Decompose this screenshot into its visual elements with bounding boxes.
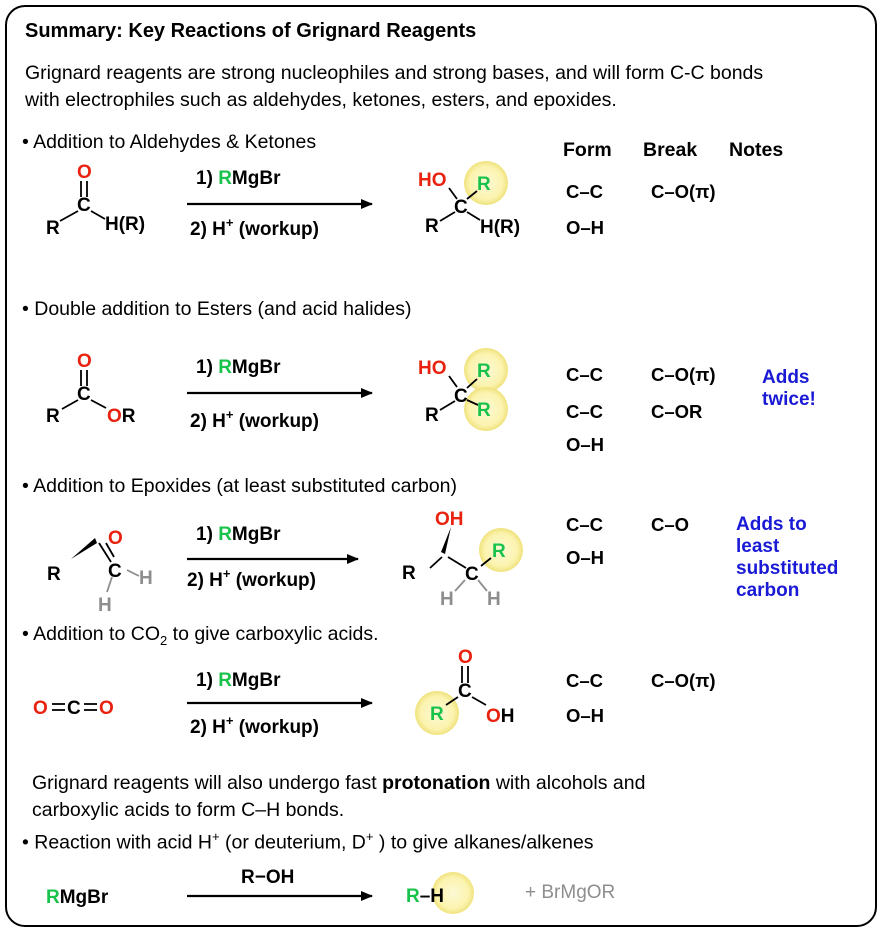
- reagent-step-1: 1) RMgBr: [196, 524, 281, 545]
- carbon-atom: C: [77, 384, 91, 405]
- alcohol-product-1: HO R C R H(R): [418, 170, 520, 238]
- bullet-epoxides: • Addition to Epoxides (at least substit…: [22, 475, 457, 497]
- epoxide-structure: O R C H H: [47, 528, 153, 616]
- carbon-atom: C: [108, 561, 122, 582]
- r-atom: R: [47, 564, 61, 585]
- reagent-step-1: 1) RMgBr: [196, 357, 281, 378]
- oxygen-atom: O: [33, 698, 48, 719]
- form-bond: C–C: [566, 670, 604, 691]
- hr-group: H(R): [105, 214, 145, 235]
- bullet-protonation: • Reaction with acid H+ (or deuterium, D…: [22, 829, 594, 854]
- reagent-step-2: 2) H+ (workup): [190, 407, 319, 432]
- ester-or-group: OR: [107, 406, 136, 427]
- r-atom: R: [46, 406, 60, 427]
- form-bond: O–H: [566, 434, 605, 455]
- form-bond: C–C: [566, 181, 604, 202]
- summary-frame: [5, 5, 877, 927]
- carbonyl-oxygen: O: [458, 647, 473, 668]
- alkane-product: R–H: [406, 886, 444, 907]
- carbon-atom: C: [77, 195, 91, 216]
- reagent-step-2: 2) H+ (workup): [190, 713, 319, 738]
- tertiary-alcohol-product: HO R C R R: [418, 358, 491, 426]
- reagent-step-2: 2) H+ (workup): [190, 215, 319, 240]
- header-break: Break: [643, 139, 698, 161]
- epoxide-oxygen: O: [108, 528, 123, 549]
- oxygen-atom: O: [77, 162, 92, 183]
- r-atom: R: [46, 218, 60, 239]
- hydrogen-atom: H: [98, 595, 112, 616]
- reagent-step-1: 1) RMgBr: [196, 670, 281, 691]
- header-form: Form: [563, 139, 612, 161]
- hydroxyl-group: HO: [418, 358, 447, 379]
- hydrogen-atom: H: [487, 589, 501, 610]
- added-r-group: R: [477, 400, 491, 421]
- break-bond: C–O(π): [651, 670, 716, 691]
- protonation-text: Grignard reagents will also undergo fast…: [32, 772, 646, 821]
- added-r-group: R: [492, 541, 506, 562]
- highlight-circle: [415, 691, 459, 735]
- form-bond: C–C: [566, 514, 604, 535]
- break-bond: C–O: [651, 514, 690, 535]
- intro-line-2: with electrophiles such as aldehydes, ke…: [25, 89, 617, 111]
- form-bond: O–H: [566, 217, 605, 238]
- r-group-highlights: [415, 161, 523, 914]
- carbon-atom: C: [465, 564, 479, 585]
- epoxide-opened-product: OH R R C H H: [402, 509, 506, 610]
- carboxylic-acid-product: O C R OH: [430, 647, 515, 727]
- oxygen-atom: O: [99, 698, 114, 719]
- hydroxyl-group: HO: [418, 170, 447, 191]
- hr-group: H(R): [480, 217, 520, 238]
- hydrogen-atom: H: [139, 568, 153, 589]
- carbon-atom: C: [458, 681, 472, 702]
- added-r-group: R: [477, 174, 491, 195]
- carbon-dioxide-structure: O C O: [33, 698, 114, 719]
- r-atom: R: [425, 216, 439, 237]
- grignard-reagent: RMgBr: [46, 887, 109, 908]
- byproduct-label: + BrMgOR: [525, 882, 615, 903]
- highlight-circle: [464, 161, 508, 205]
- highlight-circle: [479, 528, 523, 572]
- highlight-circle: [464, 387, 508, 431]
- form-bond: O–H: [566, 547, 605, 568]
- form-bond: C–C: [566, 401, 604, 422]
- break-bond: C–O(π): [651, 181, 716, 202]
- page-title: Summary: Key Reactions of Grignard Reage…: [25, 20, 477, 42]
- form-bond: C–C: [566, 364, 604, 385]
- protonation-reaction: RMgBr R−OH R–H + BrMgOR: [46, 867, 615, 908]
- hydroxyl-group: OH: [435, 509, 464, 530]
- hydrogen-atom: H: [440, 589, 454, 610]
- r-atom: R: [402, 563, 416, 584]
- break-bond: C–OR: [651, 401, 703, 422]
- r-atom: R: [425, 405, 439, 426]
- carbon-atom: C: [454, 197, 468, 218]
- aldehyde-ketone-structure: O C R H(R): [46, 162, 145, 239]
- oxygen-atom: O: [77, 351, 92, 372]
- added-r-group: R: [477, 361, 491, 382]
- break-bond: C–O(π): [651, 364, 716, 385]
- reagent-labels: 1) RMgBr 2) H+ (workup) 1) RMgBr 2) H+ (…: [187, 168, 319, 738]
- added-r-group: R: [430, 704, 444, 725]
- intro-line-1: Grignard reagents are strong nucleophile…: [25, 62, 764, 84]
- reagent-step-2: 2) H+ (workup): [187, 566, 316, 591]
- ester-structure: O C R OR: [46, 351, 136, 427]
- hydroxyl-group: OH: [486, 706, 515, 727]
- intro-text: Grignard reagents are strong nucleophile…: [25, 60, 763, 114]
- form-bond: O–H: [566, 705, 605, 726]
- bullet-esters: • Double addition to Esters (and acid ha…: [22, 298, 412, 320]
- carbon-atom: C: [454, 386, 468, 407]
- bullet-co2: • Addition to CO2 to give carboxylic aci…: [22, 623, 379, 648]
- alcohol-reagent-label: R−OH: [241, 867, 294, 888]
- header-notes: Notes: [729, 139, 784, 161]
- highlight-circle: [432, 872, 474, 914]
- carbon-atom: C: [67, 698, 81, 719]
- bullet-aldehydes-ketones: • Addition to Aldehydes & Ketones: [22, 131, 317, 153]
- reagent-step-1: 1) RMgBr: [196, 168, 281, 189]
